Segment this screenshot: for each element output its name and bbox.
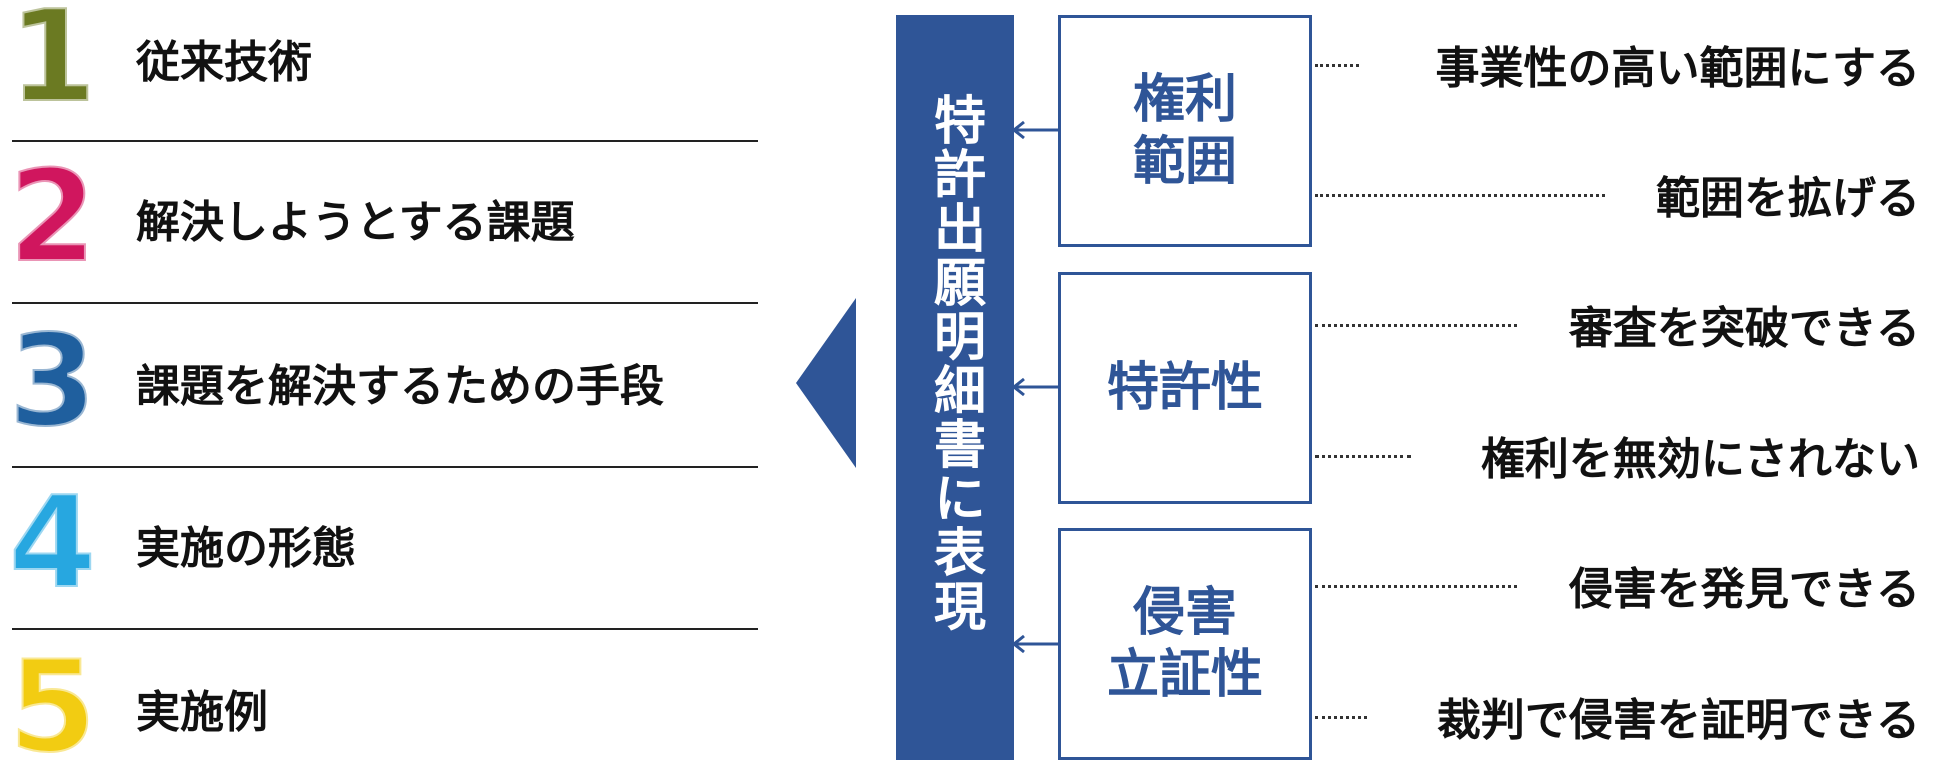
specification-title: 特許出願明細書に表現 — [896, 93, 1014, 733]
divider — [12, 140, 758, 142]
list-item-label: 実施例 — [136, 676, 268, 740]
box-infringement-label: 侵害 立証性 — [1107, 582, 1263, 707]
dotted-leader — [1315, 64, 1359, 67]
divider — [12, 466, 758, 468]
list-item-5: 5 実施例 — [0, 638, 760, 778]
specification-bar: 特許出願明細書に表現 — [896, 15, 1014, 760]
list-item-2: 2 解決しようとする課題 — [0, 148, 760, 288]
number-3-badge: 3 — [8, 318, 97, 446]
box-patentability: 特許性 — [1058, 272, 1312, 504]
outcome-label: 侵害を発見できる — [1569, 553, 1920, 617]
list-item-3: 3 課題を解決するための手段 — [0, 312, 760, 452]
box-scope-label: 権利 範囲 — [1133, 69, 1237, 194]
outcome-label: 裁判で侵害を証明できる — [1437, 684, 1920, 748]
number-1-badge: 1 — [8, 0, 97, 122]
outcome-label: 権利を無効にされない — [1481, 423, 1920, 487]
dotted-leader — [1315, 716, 1367, 719]
outcome-label: 範囲を拡げる — [1656, 162, 1920, 226]
outcome-label: 審査を突破できる — [1569, 292, 1920, 356]
box-scope: 権利 範囲 — [1058, 15, 1312, 247]
outcome-label: 事業性の高い範囲にする — [1436, 32, 1920, 96]
dotted-leader — [1315, 324, 1517, 327]
divider — [12, 628, 758, 630]
arrow-left-icon — [1010, 634, 1058, 654]
list-item-4: 4 実施の形態 — [0, 474, 760, 614]
box-patentability-label: 特許性 — [1107, 357, 1263, 419]
arrow-left-icon — [1010, 120, 1058, 140]
arrow-left-icon — [1010, 377, 1058, 397]
number-4-badge: 4 — [8, 480, 97, 608]
list-item-label: 実施の形態 — [136, 512, 356, 576]
list-item-label: 解決しようとする課題 — [136, 186, 575, 250]
left-arrow-icon — [796, 298, 856, 468]
list-item-1: 1 従来技術 — [0, 0, 760, 128]
list-item-label: 従来技術 — [136, 26, 312, 90]
number-2-badge: 2 — [8, 154, 97, 282]
dotted-leader — [1315, 194, 1605, 197]
dotted-leader — [1315, 585, 1517, 588]
number-5-badge: 5 — [8, 644, 97, 772]
divider — [12, 302, 758, 304]
box-infringement: 侵害 立証性 — [1058, 528, 1312, 760]
dotted-leader — [1315, 455, 1411, 458]
list-item-label: 課題を解決するための手段 — [136, 350, 664, 414]
